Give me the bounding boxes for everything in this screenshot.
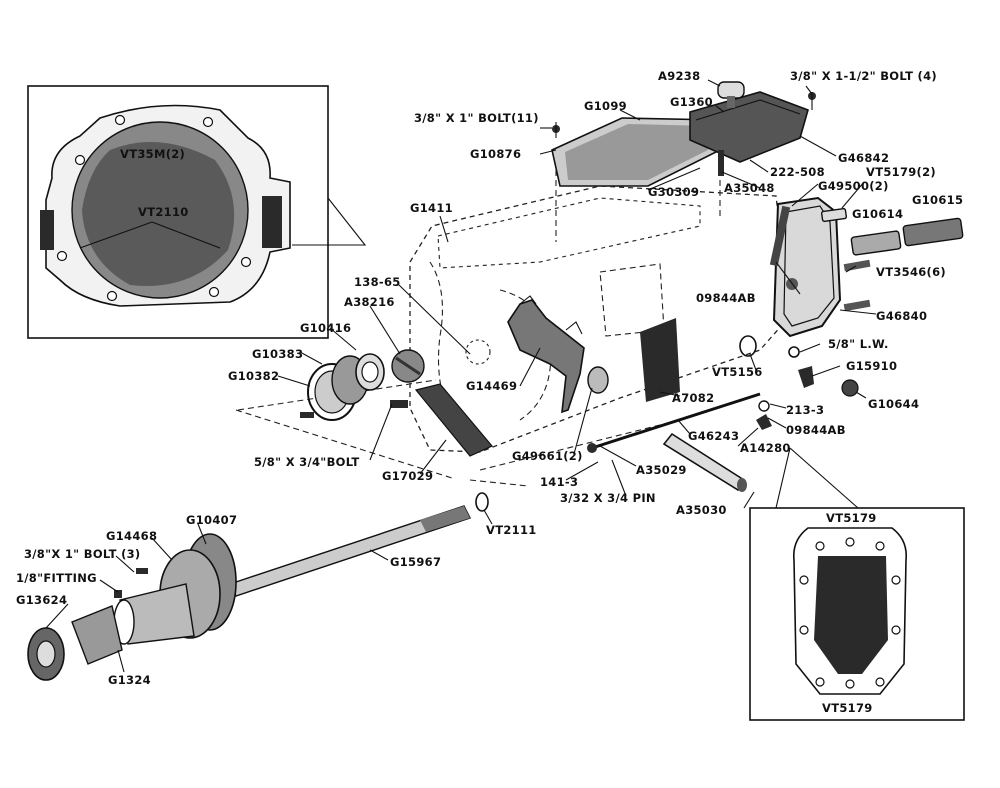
label-a35029: A35029: [636, 463, 687, 477]
label-g10407: G10407: [186, 513, 237, 527]
vt5179-top-label: VT5179: [826, 511, 877, 525]
label-213-3: 213-3: [786, 403, 824, 417]
label-g1411: G1411: [410, 201, 453, 215]
label-a38216: A38216: [344, 295, 395, 309]
label-vt5156: VT5156: [712, 365, 763, 379]
label-bolt-3-8x1-3: 3/8"X 1" BOLT (3): [24, 547, 141, 561]
label-g1099: G1099: [584, 99, 627, 113]
label-5-8-lw: 5/8" L.W.: [828, 337, 889, 351]
vt2110-label: VT2110: [138, 205, 189, 219]
label-a7082: A7082: [672, 391, 714, 405]
label-09844ab-upper: 09844AB: [696, 291, 756, 305]
label-g14469: G14469: [466, 379, 517, 393]
label-a14280: A14280: [740, 441, 791, 455]
label-g46243: G46243: [688, 429, 739, 443]
label-3-32x3-4-pin: 3/32 X 3/4 PIN: [560, 491, 656, 505]
label-g49661-2: G49661(2): [512, 449, 583, 463]
top-cover: [551, 81, 816, 187]
label-g46840: G46840: [876, 309, 927, 323]
label-a35030: A35030: [676, 503, 727, 517]
label-g30309: G30309: [648, 185, 699, 199]
label-g13624: G13624: [16, 593, 67, 607]
label-g10876: G10876: [470, 147, 521, 161]
side-cover: [414, 196, 842, 457]
label-g15967: G15967: [390, 555, 441, 569]
label-g49500-2: G49500(2): [818, 179, 889, 193]
label-vt5179-2: VT5179(2): [866, 165, 936, 179]
label-vt2111: VT2111: [486, 523, 537, 537]
label-g1324: G1324: [108, 673, 151, 687]
main-shaft-group: [27, 492, 489, 681]
bellhousing-gasket-inset: VT35M(2) VT2110: [27, 85, 367, 339]
label-1-8-fitting: 1/8"FITTING: [16, 571, 97, 585]
shift-fork: [507, 295, 609, 414]
vt5179-bottom-label: VT5179: [822, 701, 873, 715]
label-g17029: G17029: [382, 469, 433, 483]
label-g10644: G10644: [868, 397, 919, 411]
label-g14468: G14468: [106, 529, 157, 543]
label-222-508: 222-508: [770, 165, 825, 179]
label-g10383: G10383: [252, 347, 303, 361]
label-141-3: 141-3: [540, 475, 578, 489]
label-g46842: G46842: [838, 151, 889, 165]
side-cover-gasket-inset: VT5179 VT5179: [749, 447, 965, 721]
label-g1360: G1360: [670, 95, 713, 109]
shift-knob: [717, 81, 745, 99]
label-bolt-3-8x1-11: 3/8" X 1" BOLT(11): [414, 111, 539, 125]
part-labels: A9238 3/8" X 1-1/2" BOLT (4) G1099 G1360…: [16, 69, 963, 687]
front-bearing-group: [300, 349, 425, 421]
rods-and-shafts: [587, 207, 964, 492]
label-g10382: G10382: [228, 369, 279, 383]
label-bolt-3-8x1-1-2: 3/8" X 1-1/2" BOLT (4): [790, 69, 937, 83]
label-138-65: 138-65: [354, 275, 401, 289]
case-gasket: [414, 383, 493, 457]
label-g15910: G15910: [846, 359, 897, 373]
label-g10416: G10416: [300, 321, 351, 335]
label-vt3546-6: VT3546(6): [876, 265, 946, 279]
label-09844ab-lower: 09844AB: [786, 423, 846, 437]
label-g10614: G10614: [852, 207, 903, 221]
label-a9238: A9238: [658, 69, 700, 83]
label-a35048: A35048: [724, 181, 775, 195]
label-g10615: G10615: [912, 193, 963, 207]
label-bolt-5-8x3-4: 5/8" X 3/4"BOLT: [254, 455, 360, 469]
vt35m-label: VT35M(2): [120, 147, 185, 161]
leader-lines: [45, 79, 877, 673]
